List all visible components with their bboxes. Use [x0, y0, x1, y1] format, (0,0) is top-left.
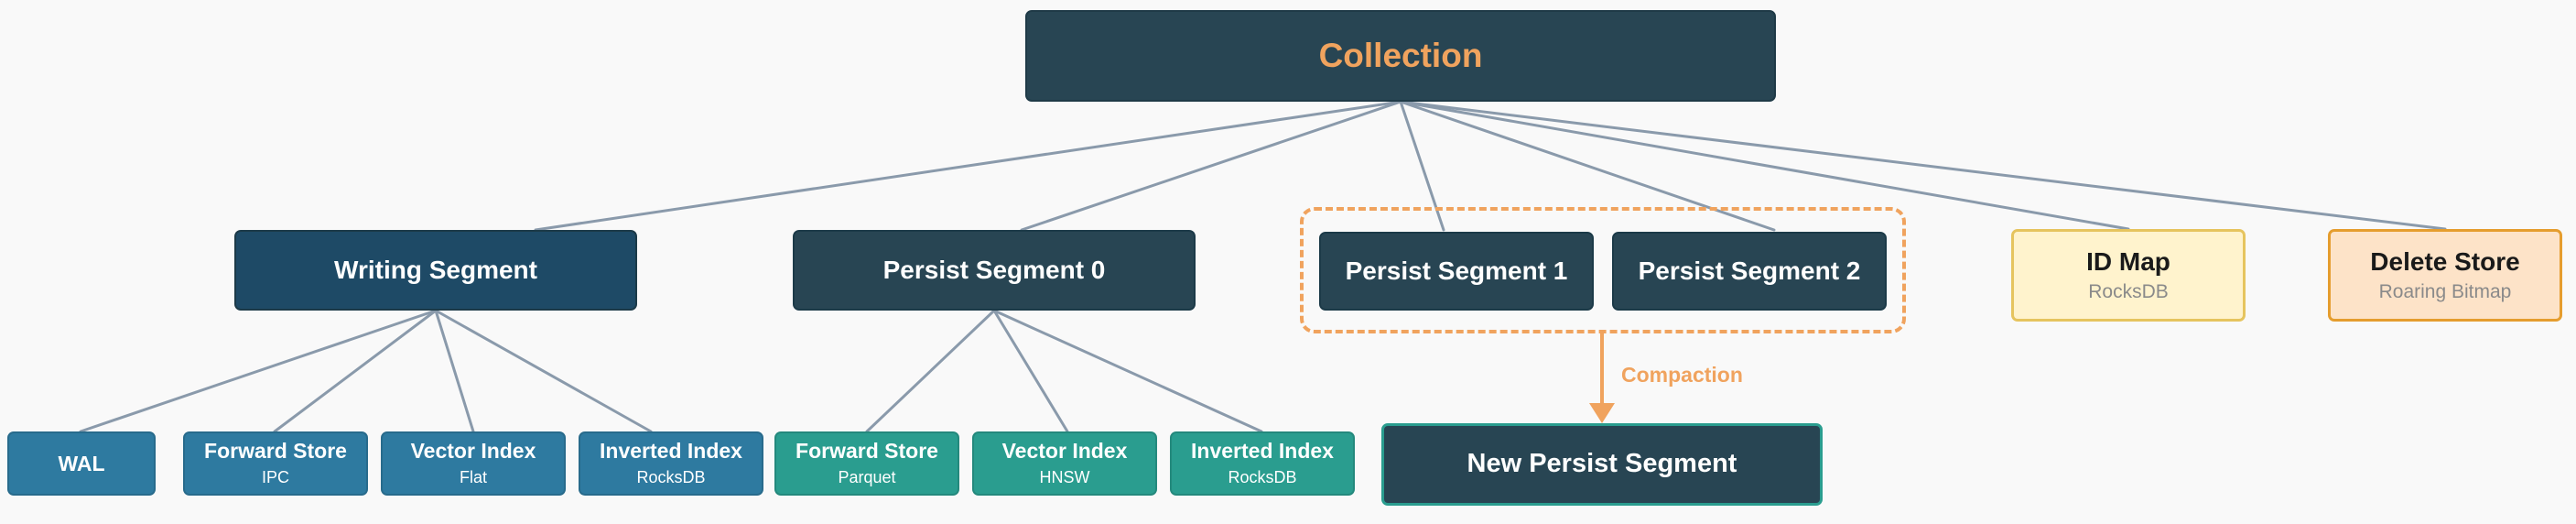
persist-segment-0-title: Persist Segment 0: [882, 255, 1106, 284]
persist-inverted-index-title: Inverted Index: [1191, 439, 1334, 464]
persist-segment-2-title: Persist Segment 2: [1638, 256, 1861, 285]
edge-persist-vector-index: [992, 309, 1069, 433]
new-persist-segment-title: New Persist Segment: [1467, 449, 1737, 479]
persist-segment-1-title: Persist Segment 1: [1345, 256, 1568, 285]
edge-writing-inverted-index: [434, 309, 653, 433]
edge-collection-id-map: [1399, 100, 2130, 231]
edge-writing-forward-store: [273, 309, 438, 433]
writing-segment-node: Writing Segment: [234, 230, 637, 311]
writing-segment-title: Writing Segment: [334, 255, 537, 284]
writing-inverted-index-title: Inverted Index: [600, 439, 742, 464]
writing-forward-store-node: Forward Store IPC: [183, 431, 368, 496]
wal-node: WAL: [7, 431, 156, 496]
persist-segment-2-node: Persist Segment 2: [1612, 232, 1887, 311]
new-persist-segment-node: New Persist Segment: [1381, 423, 1823, 506]
writing-inverted-index-sub: RocksDB: [636, 467, 706, 486]
persist-inverted-index-node: Inverted Index RocksDB: [1170, 431, 1355, 496]
id-map-sub: RocksDB: [2088, 281, 2169, 302]
edge-collection-persist-segment-0: [1020, 100, 1402, 232]
wal-title: WAL: [58, 451, 105, 475]
persist-inverted-index-sub: RocksDB: [1228, 467, 1297, 486]
delete-store-sub: Roaring Bitmap: [2378, 281, 2512, 302]
writing-vector-index-sub: Flat: [459, 467, 487, 486]
persist-vector-index-title: Vector Index: [1001, 439, 1128, 464]
persist-segment-1-node: Persist Segment 1: [1319, 232, 1594, 311]
edge-collection-writing-segment: [534, 100, 1402, 232]
id-map-title: ID Map: [2086, 246, 2170, 276]
collection-node: Collection: [1025, 10, 1776, 102]
persist-segment-0-node: Persist Segment 0: [793, 230, 1196, 311]
delete-store-title: Delete Store: [2370, 246, 2520, 276]
persist-vector-index-node: Vector Index HNSW: [972, 431, 1157, 496]
compaction-label: Compaction: [1621, 363, 1743, 387]
writing-inverted-index-node: Inverted Index RocksDB: [579, 431, 763, 496]
persist-vector-index-sub: HNSW: [1039, 467, 1090, 486]
collection-title: Collection: [1318, 36, 1483, 74]
writing-forward-store-title: Forward Store: [204, 439, 347, 464]
writing-vector-index-title: Vector Index: [410, 439, 536, 464]
delete-store-node: Delete Store Roaring Bitmap: [2328, 229, 2562, 322]
id-map-node: ID Map RocksDB: [2011, 229, 2246, 322]
compaction-group-box: [1300, 207, 1906, 333]
edge-writing-vector-index: [434, 309, 475, 433]
edge-persist-forward-store: [865, 309, 996, 433]
writing-vector-index-node: Vector Index Flat: [381, 431, 566, 496]
edge-persist-inverted-index: [992, 309, 1263, 433]
edge-writing-wal: [79, 309, 438, 433]
persist-forward-store-sub: Parquet: [838, 467, 896, 486]
persist-forward-store-node: Forward Store Parquet: [774, 431, 959, 496]
compaction-arrow-head: [1589, 403, 1615, 423]
edge-collection-delete-store: [1399, 100, 2447, 231]
persist-forward-store-title: Forward Store: [796, 439, 938, 464]
writing-forward-store-sub: IPC: [261, 467, 289, 486]
